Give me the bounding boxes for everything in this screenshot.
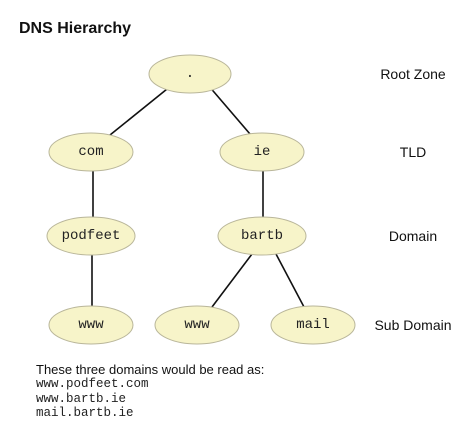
example-domains-list: www.podfeet.com www.bartb.ie mail.bartb.… [36,377,149,421]
node-mail-bartb-shape [270,305,356,345]
node-www-bartb-label: www [184,317,210,333]
example-domain: mail.bartb.ie [36,406,134,420]
level-label-sub-domain: Sub Domain [374,317,451,333]
node-com-label: com [78,144,103,160]
node-podfeet-shape [46,216,136,256]
edge-root-com [109,84,173,136]
caption-text: These three domains would be read as: [36,362,265,377]
edge-bartb-mail [275,253,305,308]
tree-edges [91,84,305,308]
node-ie-label: ie [254,144,271,160]
node-www-podfeet-shape [48,305,134,345]
node-bartb-shape [217,216,307,256]
example-domain: www.bartb.ie [36,391,127,406]
level-label-tld: TLD [400,144,426,160]
level-label-root-zone: Root Zone [380,66,446,82]
tree-nodes [46,54,356,345]
node-ie-shape [219,132,305,172]
diagram-title: DNS Hierarchy [19,20,132,37]
node-root-label: . [186,66,194,82]
node-mail-bartb-label: mail [296,317,330,333]
edge-bartb-www [211,253,253,308]
example-domain: www.podfeet.com [36,377,149,391]
node-com-shape [48,132,134,172]
level-label-domain: Domain [389,228,437,244]
edge-root-ie [207,84,251,135]
node-bartb-label: bartb [241,228,283,244]
node-root-shape [148,54,232,94]
node-www-podfeet-label: www [78,317,104,333]
node-www-bartb-shape [154,305,240,345]
node-podfeet-label: podfeet [62,228,121,244]
